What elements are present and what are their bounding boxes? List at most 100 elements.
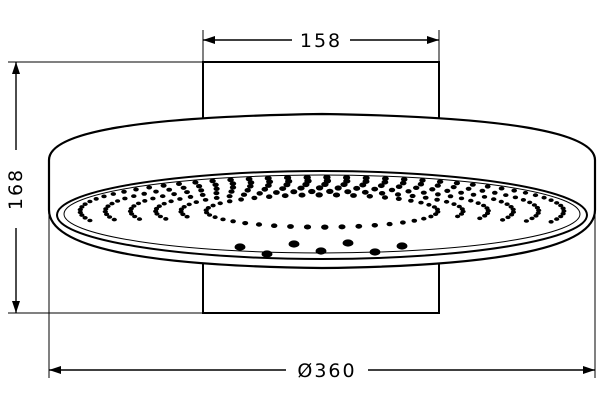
nozzle [381,195,389,200]
nozzle [481,195,488,199]
nozzle [79,205,85,209]
nozzle [131,204,137,208]
nozzle [388,187,396,193]
nozzle [161,201,167,206]
nozzle [431,205,437,209]
nozzle [443,199,450,204]
nozzle [484,211,491,216]
nozzle [157,214,163,219]
nozzle [302,181,310,188]
nozzle [533,214,539,218]
nozzle [369,248,381,256]
nozzle [321,181,329,187]
nozzle [298,192,306,198]
nozzle [419,178,426,183]
nozzle [433,212,439,216]
nozzle [193,200,199,205]
nozzle [171,192,177,197]
nozzle [227,177,234,183]
nozzle [451,202,457,207]
nozzle [458,212,465,216]
nozzle [535,211,541,215]
nozzle [498,199,504,204]
nozzle [529,216,535,221]
nozzle [394,192,402,197]
nozzle [177,197,183,201]
nozzle [199,192,206,197]
nozzle [434,183,441,188]
nozzle [396,242,408,250]
nozzle [136,217,143,221]
nozzle [395,184,403,189]
nozzle [428,214,434,219]
nozzle [334,185,342,191]
nozzle [548,198,554,202]
nozzle [434,197,440,202]
nozzle [523,219,530,223]
nozzle [355,223,363,229]
nozzle [400,220,406,225]
nozzle [458,190,464,195]
nozzle [121,189,127,194]
nozzle [146,185,153,190]
nozzle [315,192,323,198]
nozzle [326,188,334,194]
nozzle [153,206,160,211]
nozzle [297,185,305,191]
nozzle [192,180,199,185]
nozzle [484,184,491,189]
nozzle [226,194,233,199]
nozzle [244,188,251,193]
nozzle [371,186,379,192]
nozzle [381,179,389,185]
nozzle [229,185,237,190]
nozzle [456,204,462,209]
nozzle [350,193,357,198]
nozzle [561,209,567,213]
nozzle [87,218,93,223]
nozzle [315,185,324,191]
nozzle [213,186,220,191]
nozzle [536,208,542,213]
nozzle [482,214,488,218]
nozzle [400,177,408,182]
nozzle [156,204,162,208]
nozzle [102,209,108,214]
nozzle [166,187,173,192]
width-dimension-label: 158 [300,30,342,52]
nozzle [504,202,510,206]
nozzle [541,195,547,200]
nozzle [266,179,274,185]
nozzle [127,209,134,214]
nozzle [131,194,137,199]
nozzle [207,213,213,217]
nozzle [481,203,487,208]
nozzle [187,194,194,199]
nozzle [520,198,527,202]
nozzle [210,203,216,208]
nozzle [479,188,486,193]
nozzle [213,195,220,200]
nozzle [366,194,373,199]
nozzle [122,196,128,201]
nozzle [212,182,219,187]
nozzle [399,180,407,186]
nozzle [135,201,142,206]
nozzle [332,192,341,198]
nozzle [492,190,498,195]
nozzle [321,224,329,230]
nozzle [245,176,253,182]
nozzle [181,205,187,209]
nozzle [141,191,147,196]
nozzle [558,214,564,219]
nozzle [229,181,237,186]
spray-nozzles [77,174,567,258]
nozzle [79,213,85,217]
nozzle [353,185,361,191]
nozzle [198,188,205,193]
nozzle [220,217,226,222]
nozzle [77,210,83,215]
nozzle [458,196,465,201]
nozzle [475,201,481,206]
